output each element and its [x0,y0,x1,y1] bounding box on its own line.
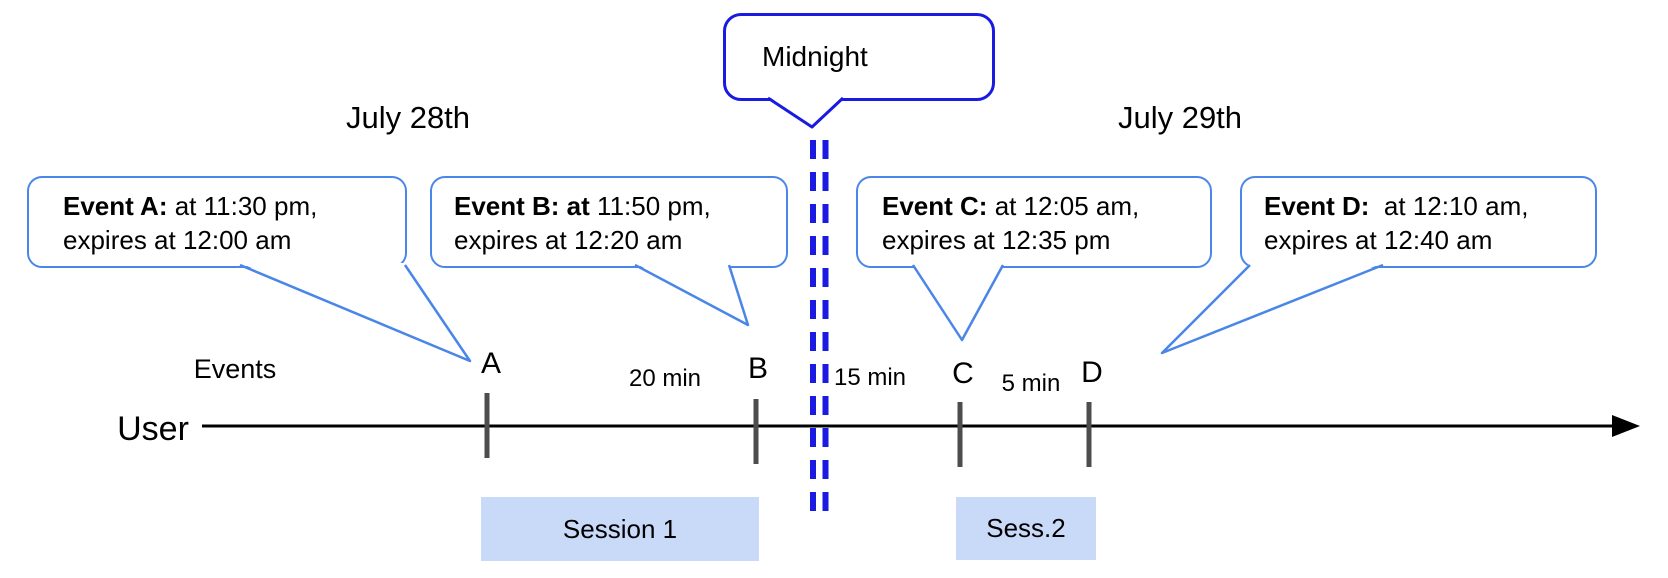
event-c-callout: Event C: at 12:05 am, expires at 12:35 p… [856,176,1212,268]
tick-label-c: C [952,357,974,390]
event-c-callout-tail-outline [911,264,1005,342]
event-a-time: at 11:30 pm, [167,191,318,221]
event-a-callout-tail-outline [239,263,472,363]
event-d-time: at 12:10 am, [1369,191,1529,221]
tick-label-b: B [747,352,769,385]
session-2-box: Sess.2 [956,497,1096,560]
event-c-time: at 12:05 am, [987,191,1140,221]
session-2-label: Sess.2 [986,513,1066,543]
event-d-title: Event D: [1264,191,1370,221]
session-1-box: Session 1 [481,497,759,561]
event-a-callout-tail [240,263,470,361]
event-b-time: 11:50 pm, [589,191,711,221]
event-a-title: Event A: [63,191,168,221]
event-b-callout-tail [635,263,748,325]
date-left-label: July 28th [345,100,471,135]
event-b-title: Event B: at [454,191,590,221]
event-a-callout: Event A: at 11:30 pm, expires at 12:00 a… [27,176,407,268]
events-axis-label: Events [193,354,277,384]
event-d-callout: Event D: at 12:10 am, expires at 12:40 a… [1240,176,1597,268]
session-1-label: Session 1 [562,513,678,544]
event-b-callout: Event B: at 11:50 pm, expires at 12:20 a… [430,176,788,268]
timeline-arrowhead-icon [1612,415,1640,437]
gap-cd-label: 5 min [1001,370,1061,397]
midnight-callout: Midnight [723,13,995,101]
event-a-expiry: expires at 12:00 am [63,225,292,255]
midnight-label: Midnight [762,41,868,72]
midnight-callout-tail-outline [767,96,845,129]
gap-ab-label: 20 min [628,365,702,392]
gap-bc-label: 15 min [833,364,907,391]
event-c-title: Event C: [882,191,988,221]
event-d-expiry: expires at 12:40 am [1264,225,1493,255]
event-d-callout-tail-outline [1160,263,1384,355]
date-right-label: July 29th [1117,100,1243,135]
tick-label-a: A [480,347,502,380]
tick-label-d: D [1081,356,1103,389]
event-b-callout-tail-outline [634,263,750,327]
event-c-expiry: expires at 12:35 pm [882,225,1111,255]
event-d-callout-tail [1162,263,1383,353]
event-b-expiry: expires at 12:20 am [454,225,683,255]
event-c-callout-tail [913,263,1003,340]
user-axis-label: User [117,410,189,448]
